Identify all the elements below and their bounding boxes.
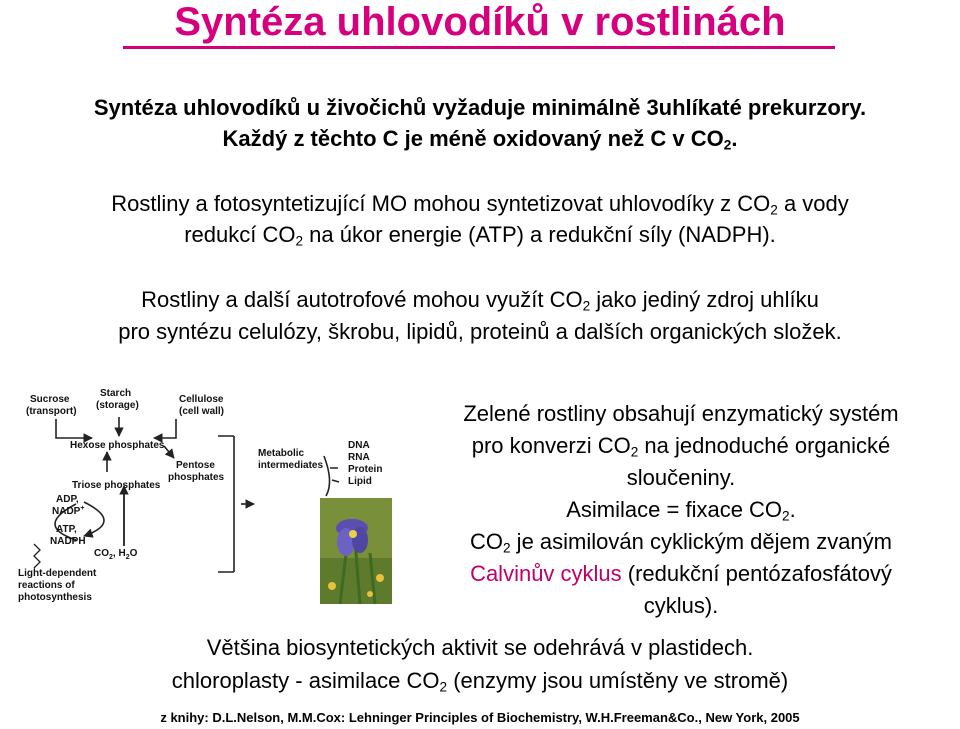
label-metabolic2: intermediates (258, 460, 323, 471)
citation: z knihy: D.L.Nelson, M.M.Cox: Lehninger … (160, 710, 800, 725)
side-line3: sloučeniny. (626, 465, 736, 490)
label-cellulose-sub: (cell wall) (179, 406, 224, 417)
label-dna: DNA (348, 440, 370, 451)
side-line6: Calvinův cyklus (redukční pentózafosfáto… (470, 561, 892, 586)
plastid-text: Většina biosyntetických aktivit se odehr… (0, 631, 960, 697)
label-pentose: Pentose (176, 460, 215, 471)
label-lipid: Lipid (348, 476, 372, 487)
calvin-cycle-text: Zelené rostliny obsahují enzymatický sys… (398, 398, 960, 622)
nadph-cycle-arrow (83, 501, 105, 538)
arrow-cellulose (153, 419, 177, 443)
label-light2: reactions of (18, 580, 75, 591)
diagram-arrows (33, 417, 340, 573)
label-starch-sub: (storage) (96, 400, 139, 411)
bottom-line2: chloroplasty - asimilace CO2 (enzymy jso… (171, 668, 789, 695)
side-line5: CO2 je asimilován cyklickým dějem zvaným (469, 529, 892, 556)
label-atp: ATP, (56, 524, 77, 535)
label-rna: RNA (348, 452, 370, 463)
label-nadp: NADP+ (52, 505, 84, 517)
label-adp: ADP, (56, 494, 79, 505)
label-sucrose: Sucrose (30, 394, 70, 405)
paragraph-plant-synthesis: Rostliny a fotosyntetizující MO mohou sy… (0, 188, 960, 250)
p3-line1: Rostliny a další autotrofové mohou využí… (141, 287, 819, 314)
label-metabolic: Metabolic (258, 448, 305, 459)
page-title: Syntéza uhlovodíků v rostlinách (174, 0, 786, 44)
side-line1: Zelené rostliny obsahují enzymatický sys… (463, 401, 899, 426)
carbon-assimilation-diagram: Sucrose (transport) Starch (storage) Cel… (18, 388, 392, 605)
p2-line2: redukcí CO2 na úkor energie (ATP) a redu… (184, 222, 776, 249)
label-nadph: NADPH (50, 536, 86, 547)
bottom-line1: Většina biosyntetických aktivit se odehr… (206, 635, 754, 660)
label-co2-h2o: CO2, H2O (94, 548, 138, 561)
p2-line1: Rostliny a fotosyntetizující MO mohou sy… (111, 191, 849, 218)
title-underline (123, 46, 835, 49)
calvin-cycle-term: Calvinův cyklus (470, 561, 622, 586)
side-line2: pro konverzi CO2 na jednoduché organické (471, 433, 891, 460)
p1-line1: Syntéza uhlovodíků u živočichů vyžaduje … (93, 95, 867, 120)
label-light1: Light-dependent (18, 568, 97, 579)
paragraph-animal-synthesis: Syntéza uhlovodíků u živočichů vyžaduje … (0, 92, 960, 154)
label-sucrose-sub: (transport) (26, 406, 77, 417)
label-starch: Starch (100, 388, 131, 399)
p3-line2: pro syntézu celulózy, škrobu, lipidů, pr… (118, 319, 842, 344)
atp-cycle-arrow (54, 503, 77, 541)
label-hexose: Hexose phosphates (70, 440, 165, 451)
label-cellulose: Cellulose (179, 394, 224, 405)
arrow-sucrose (55, 419, 93, 443)
metabolic-to-products (323, 455, 340, 497)
paragraph-autotrophs: Rostliny a další autotrofové mohou využí… (0, 284, 960, 348)
side-line7: cyklus). (643, 593, 719, 618)
side-line4: Asimilace = fixace CO2. (566, 497, 796, 524)
arrow-hexose-to-pentose (163, 445, 175, 459)
p1-line2: Každý z těchto C je méně oxidovaný než C… (222, 126, 738, 153)
iris-flower-photo (320, 498, 392, 605)
label-triose: Triose phosphates (72, 480, 161, 491)
label-light3: photosynthesis (18, 592, 92, 603)
bracket-ticks (218, 435, 234, 573)
light-zigzag (33, 543, 41, 569)
label-pentose2: phosphates (168, 472, 225, 483)
label-protein: Protein (348, 464, 382, 475)
